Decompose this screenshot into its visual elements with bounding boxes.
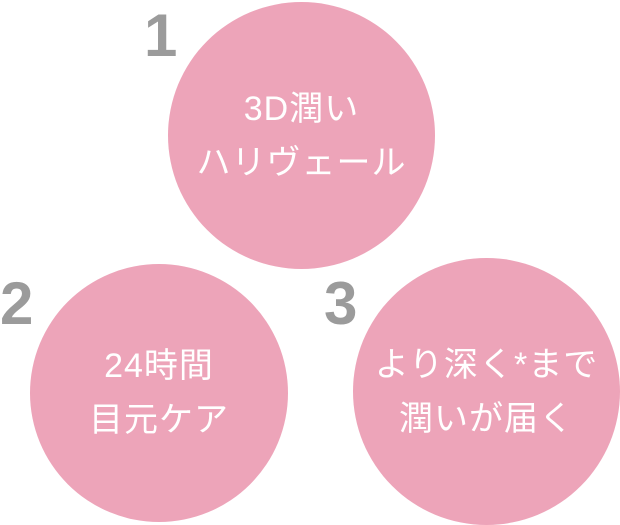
benefit-circle-2-line-1: 24時間: [104, 347, 214, 385]
benefit-circle-3-line-2: 潤いが届く: [399, 399, 574, 438]
benefit-circle-1-line-2: ハリヴェール: [196, 143, 407, 182]
benefit-circle-1-line-1: 3D潤い: [243, 89, 360, 128]
benefit-circle-2-line-2: 目元ケア: [89, 401, 229, 439]
benefit-circle-2: 24時間 目元ケア: [30, 264, 288, 522]
benefit-circle-1: 3D潤い ハリヴェール: [168, 2, 435, 269]
step-number-3: 3: [324, 270, 358, 337]
benefit-circle-3-line-1: より深く*まで: [374, 345, 599, 384]
step-number-2: 2: [0, 270, 34, 337]
benefit-circle-3: より深く*まで 潤いが届く: [353, 258, 620, 525]
step-number-1: 1: [144, 2, 178, 69]
